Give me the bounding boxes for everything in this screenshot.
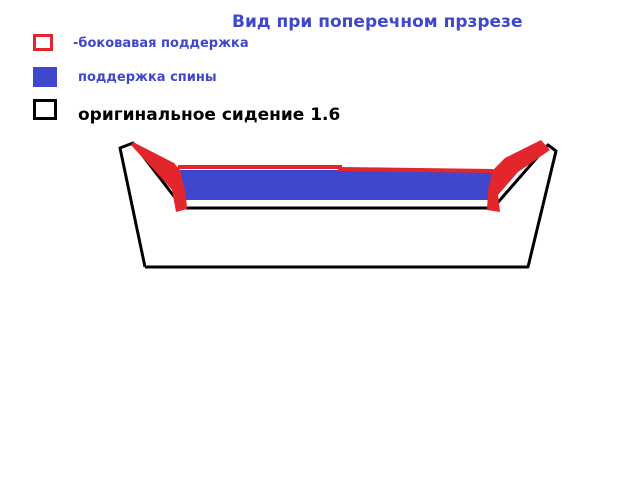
legend-swatch-back-support: [33, 67, 57, 87]
legend-swatch-original-seat: [33, 99, 57, 120]
legend-swatch-side-support: [33, 34, 53, 51]
legend-label-back-support: поддержка спины: [78, 70, 217, 85]
back-support: [180, 170, 496, 200]
legend-label-side-support: -боковавая поддержка: [73, 36, 249, 51]
side-support-right: [487, 140, 550, 212]
diagram-title: Вид при поперечном прзрезе: [232, 12, 523, 32]
side-support-left: [131, 142, 187, 212]
legend-label-original-seat: оригинальное сидение 1.6: [78, 105, 341, 125]
side-support-top-edge: [178, 165, 494, 173]
